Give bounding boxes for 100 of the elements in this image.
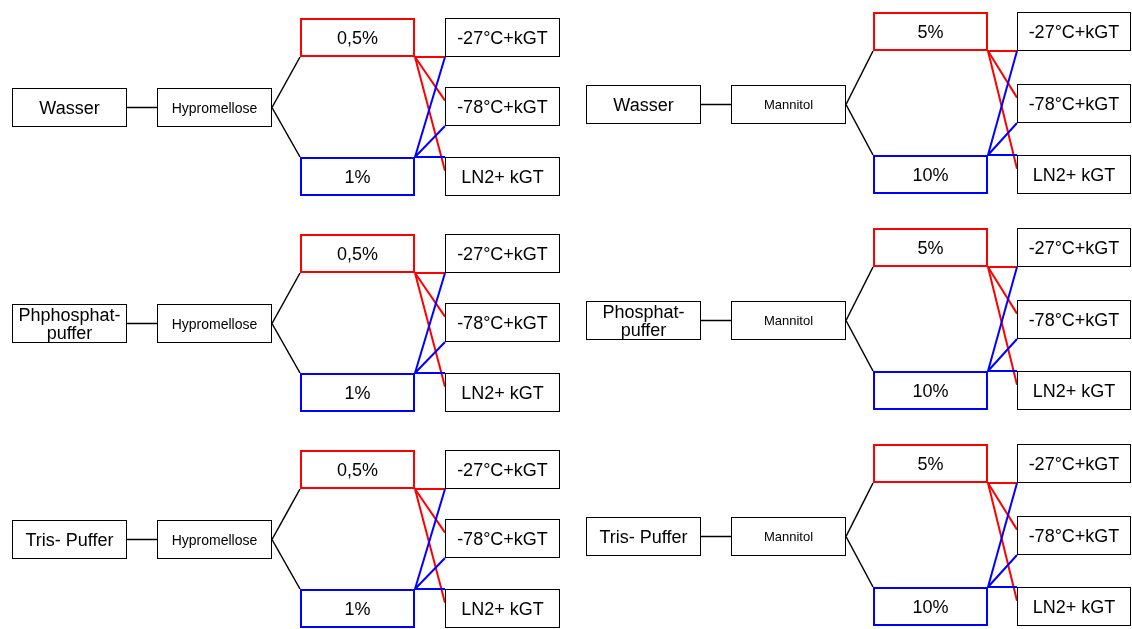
connector-line [845, 103, 874, 156]
box-label: Wasser [613, 95, 674, 114]
process-box [157, 88, 272, 127]
box-label: LN2+ kGT [461, 383, 544, 402]
process-box [300, 589, 415, 628]
process-box [157, 304, 272, 343]
box-label: 10% [912, 381, 949, 400]
connector-line [414, 488, 446, 490]
process-box [731, 85, 846, 124]
box-label: -27°C+kGT [1028, 22, 1120, 41]
connector-line [414, 272, 446, 274]
connector-line [987, 482, 1018, 484]
box-label: LN2+ kGT [461, 599, 544, 618]
box-label: -27°C+kGT [1028, 238, 1120, 257]
box-label: 5% [917, 238, 944, 257]
box-label: Mannitol [763, 314, 814, 327]
process-box [873, 444, 988, 483]
process-box [1017, 371, 1131, 410]
box-label: Hypromellose [171, 100, 258, 115]
box-label: -27°C+kGT [1028, 454, 1120, 473]
box-label: Tris- Puffer [599, 527, 688, 546]
connector-line [414, 56, 446, 102]
connector-line [700, 319, 732, 322]
process-box [300, 18, 415, 57]
box-label: 1% [344, 599, 371, 618]
connector-line [414, 56, 446, 58]
connector-line [271, 56, 301, 109]
box-label: -78°C+kGT [457, 313, 548, 332]
process-box [586, 85, 701, 124]
connector-line [271, 272, 301, 325]
process-box [586, 517, 701, 556]
process-box [300, 450, 415, 489]
box-label: -78°C+kGT [457, 97, 548, 116]
process-box [1017, 516, 1131, 555]
box-label: 1% [344, 167, 371, 186]
box-label: -78°C+kGT [1028, 310, 1120, 329]
connector-line [414, 125, 446, 158]
connector-line [987, 370, 1018, 372]
connector-line [700, 535, 732, 538]
connector-line [987, 338, 1018, 372]
connector-line [126, 106, 158, 109]
process-box [873, 155, 988, 194]
process-box [445, 157, 560, 196]
box-label: Hypromellose [171, 532, 258, 547]
process-box [300, 157, 415, 196]
box-label: Tris- Puffer [25, 530, 114, 549]
process-box [873, 587, 988, 626]
box-label: Mannitol [763, 98, 814, 111]
connector-line [271, 322, 301, 374]
process-box [1017, 300, 1131, 339]
box-label: -78°C+kGT [457, 529, 548, 548]
box-label: -78°C+kGT [1028, 526, 1120, 545]
box-label: LN2+ kGT [1032, 165, 1116, 184]
box-label: Mannitol [763, 530, 814, 543]
box-label: 10% [912, 165, 949, 184]
box-label: Hypromellose [171, 316, 258, 331]
connector-line [414, 557, 446, 590]
connector-line [414, 272, 446, 318]
process-box [157, 520, 272, 559]
box-label: -27°C+kGT [457, 460, 548, 479]
box-label: 5% [917, 22, 944, 41]
process-box [1017, 587, 1131, 626]
connector-line [845, 319, 874, 372]
connector-line [271, 488, 301, 541]
box-label: LN2+ kGT [461, 167, 544, 186]
connector-line [987, 586, 1018, 588]
connector-line [271, 538, 301, 590]
process-box [445, 87, 560, 126]
box-label: 1% [344, 383, 371, 402]
process-box [1017, 444, 1131, 483]
process-box [12, 88, 127, 127]
process-box [1017, 228, 1131, 267]
process-box [445, 303, 560, 342]
process-box [445, 234, 560, 273]
connector-line [845, 266, 874, 322]
connector-line [987, 482, 1018, 531]
connector-line [700, 103, 732, 106]
box-label: -27°C+kGT [457, 28, 548, 47]
process-box [1017, 12, 1131, 51]
box-label: Phphosphat- puffer [17, 305, 122, 342]
box-label: LN2+ kGT [1032, 381, 1116, 400]
connector-line [845, 535, 874, 588]
connector-line [414, 372, 446, 374]
process-box [1017, 84, 1131, 123]
process-box [731, 517, 846, 556]
box-label: Phosphat- puffer [601, 302, 686, 339]
process-box [445, 519, 560, 558]
process-box [445, 18, 560, 57]
box-label: 5% [917, 454, 944, 473]
connector-line [845, 50, 874, 106]
connector-line [987, 50, 1018, 99]
process-box [445, 589, 560, 628]
connector-line [414, 156, 446, 158]
box-label: LN2+ kGT [1032, 597, 1116, 616]
process-box [1017, 155, 1131, 194]
connector-line [414, 341, 446, 374]
box-label: 0,5% [337, 28, 378, 47]
process-box [586, 301, 701, 340]
process-box [731, 301, 846, 340]
connector-line [126, 322, 158, 325]
